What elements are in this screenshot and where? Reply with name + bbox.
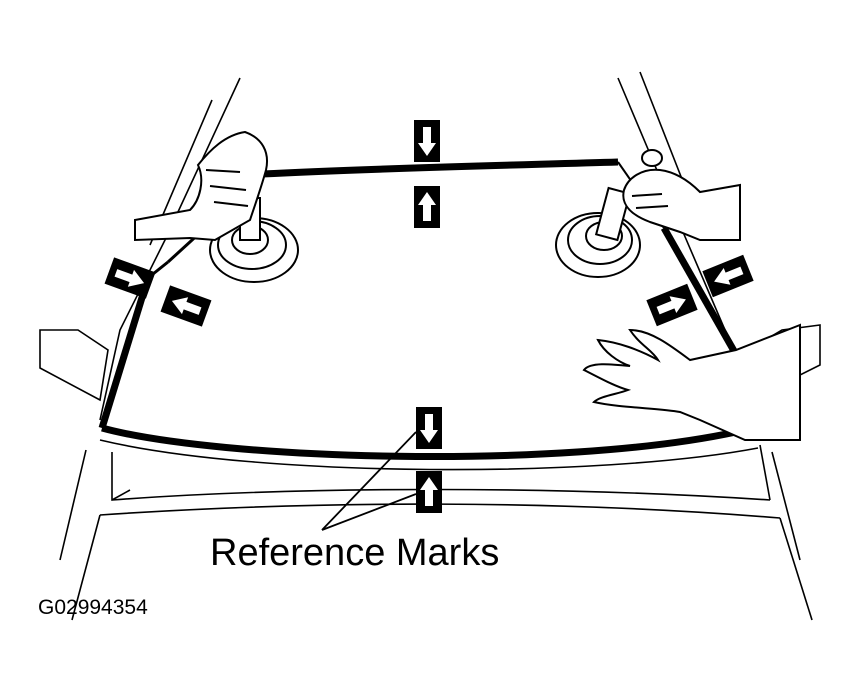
reference-leader-lines bbox=[321, 431, 417, 531]
reference-mark-top-down bbox=[414, 120, 440, 162]
reference-marks-label: Reference Marks bbox=[210, 532, 500, 574]
reference-mark-bottom-up bbox=[416, 471, 442, 513]
hand-right-lower bbox=[582, 323, 801, 441]
hand-left-upper bbox=[134, 130, 268, 242]
suction-cup-right bbox=[555, 149, 663, 278]
reference-mark-top-up bbox=[414, 186, 440, 228]
reference-mark-left-inner bbox=[160, 285, 212, 327]
hand-right-upper bbox=[622, 168, 741, 241]
reference-mark-right-inner bbox=[646, 283, 698, 327]
figure-id: G02994354 bbox=[38, 596, 148, 619]
reference-mark-right-outer bbox=[702, 254, 754, 298]
reference-mark-bottom-down bbox=[416, 407, 442, 449]
reference-mark-left-outer bbox=[104, 257, 156, 299]
